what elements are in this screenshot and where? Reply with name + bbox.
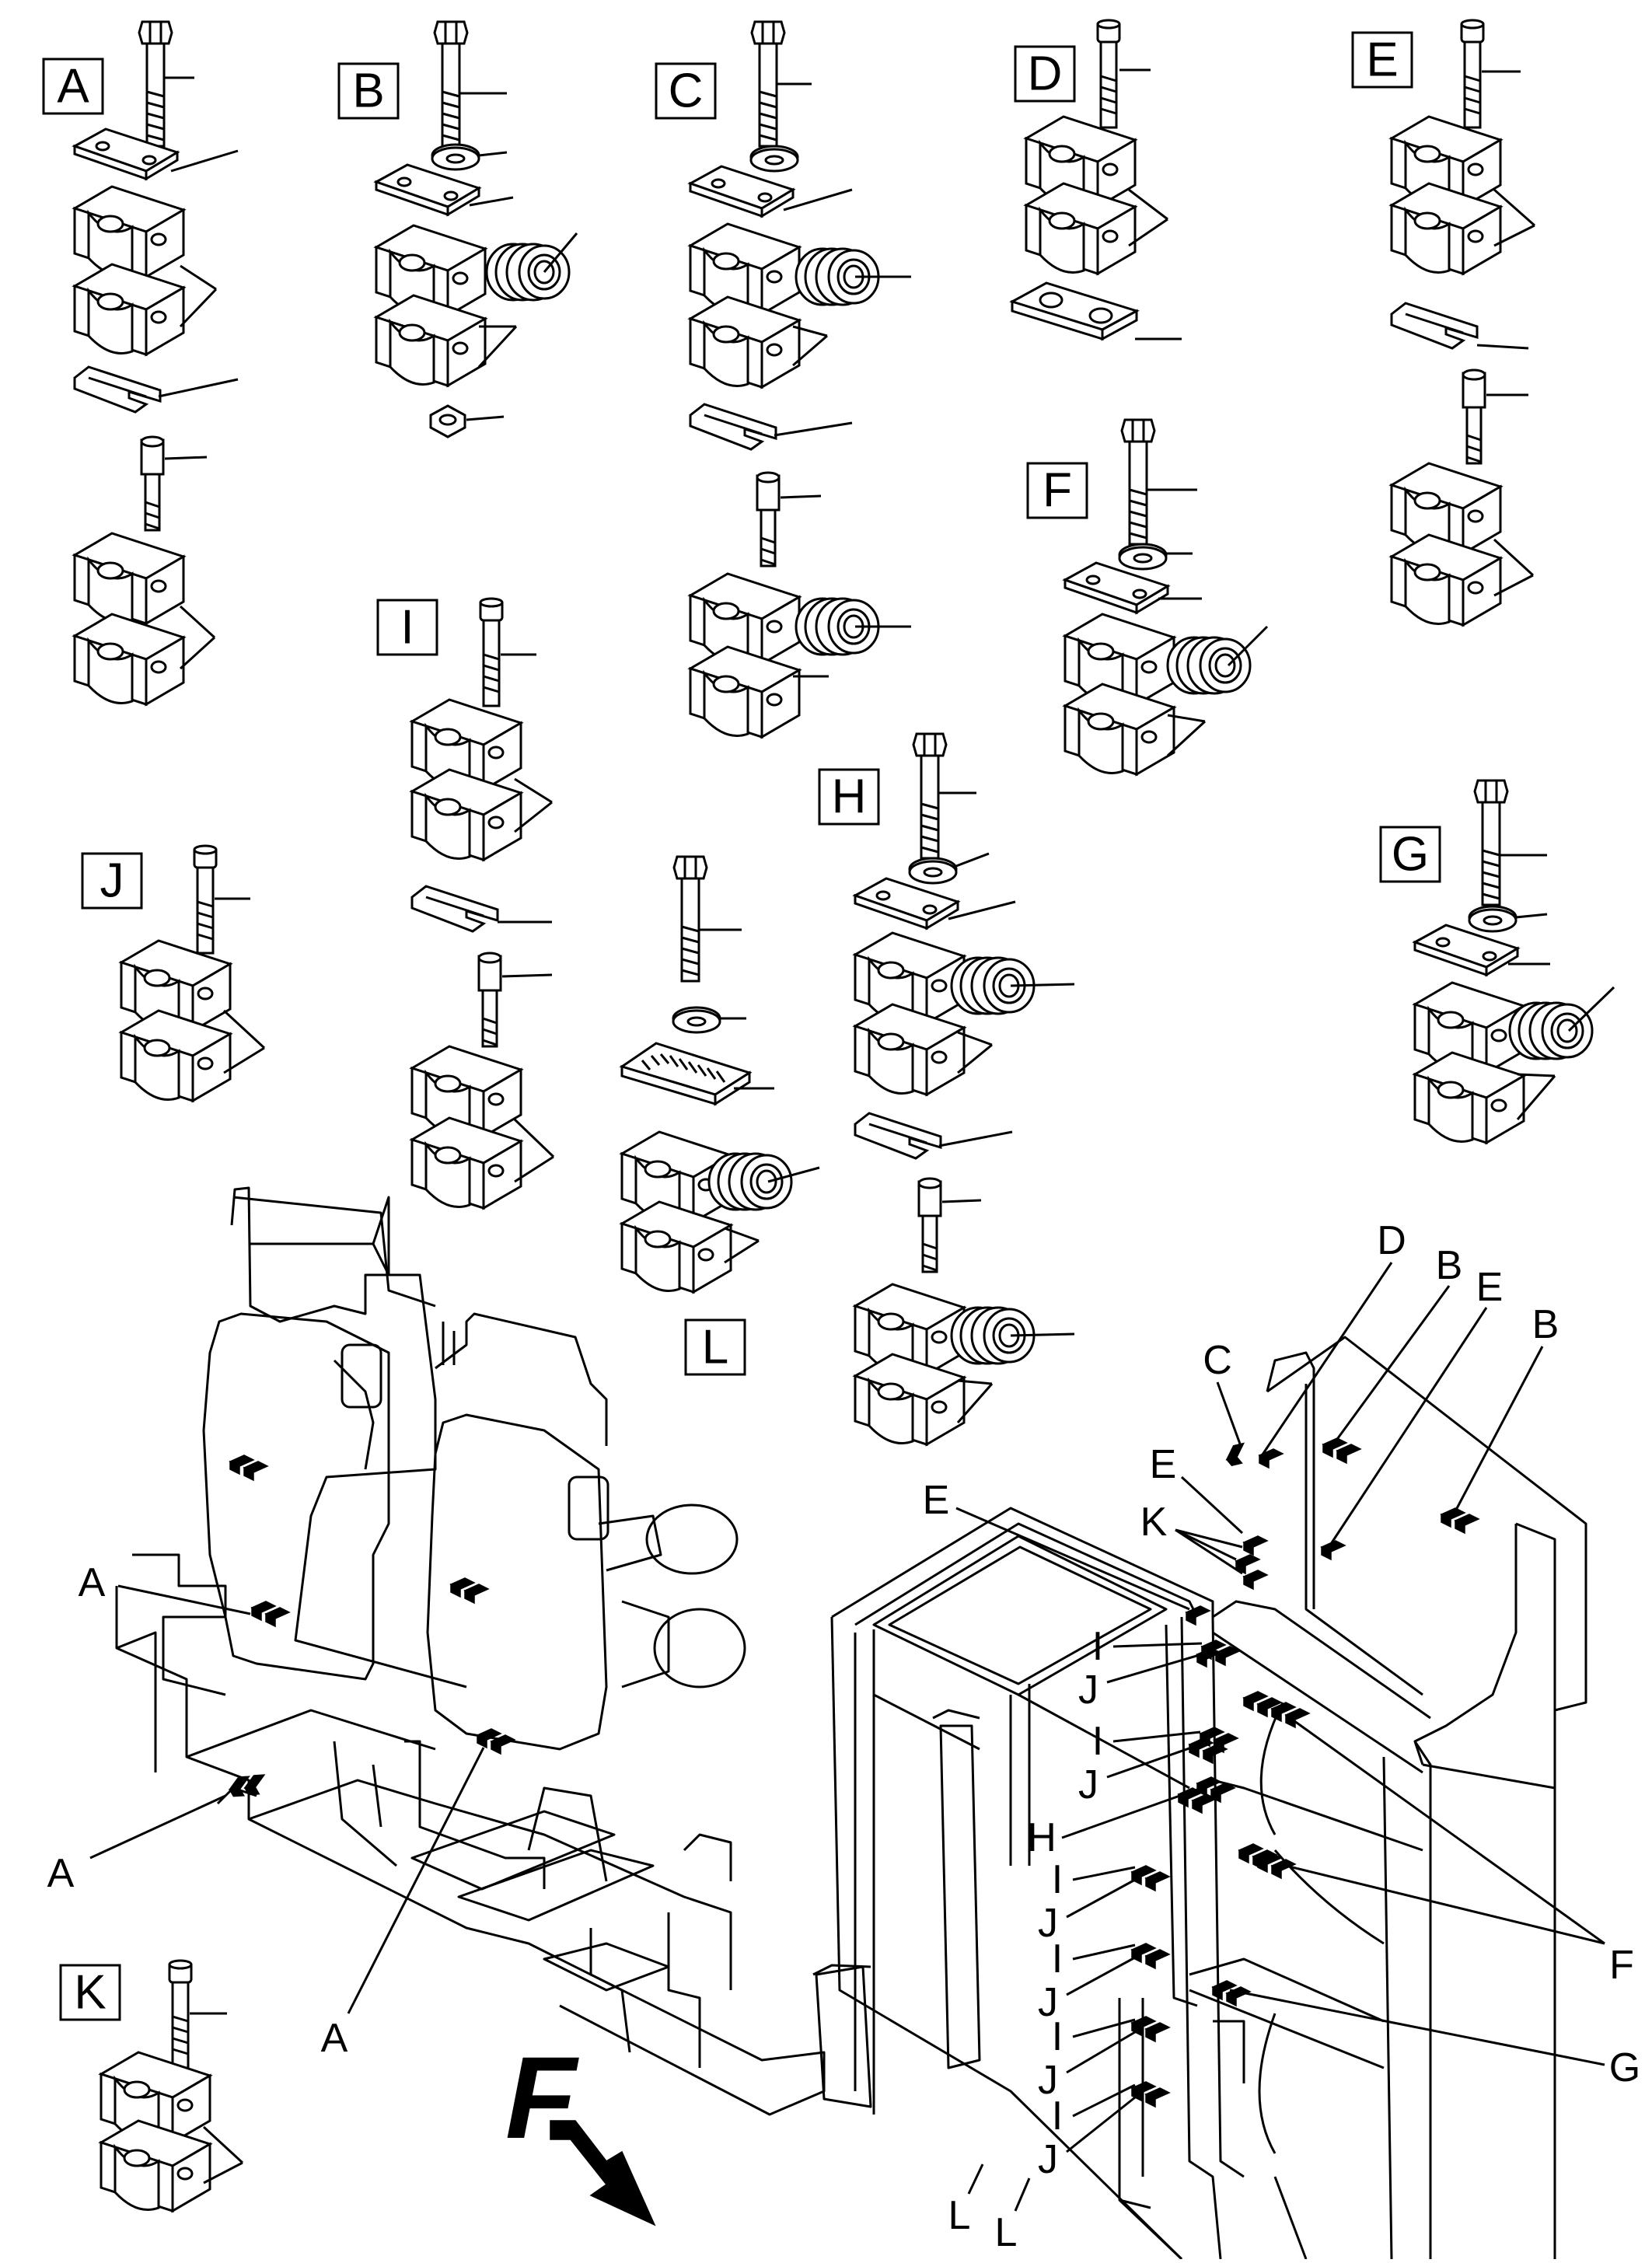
- callout-l-1: L: [948, 2193, 971, 2238]
- label-c: C: [669, 65, 704, 118]
- orientation-letter: F: [505, 2032, 579, 2163]
- label-box-i: [376, 599, 438, 656]
- exploded-view-e: E: [1351, 19, 1535, 627]
- label-box-k: [59, 1964, 121, 2021]
- callout-i-5: I: [1052, 2014, 1063, 2059]
- callout-c: C: [1203, 1338, 1232, 1383]
- callout-a-1: A: [79, 1560, 106, 1605]
- cabinet-locator: C D B E B E K E I J I J H I J I J I: [812, 1218, 1640, 2261]
- label-i: I: [400, 601, 414, 655]
- callout-i-1: I: [1092, 1624, 1103, 1669]
- label-f: F: [1043, 464, 1072, 518]
- forward-arrow-icon: F: [505, 2032, 656, 2226]
- callout-d: D: [1377, 1218, 1406, 1263]
- label-d: D: [1028, 47, 1063, 101]
- callout-j-6: J: [1038, 2137, 1058, 2182]
- exploded-view-a: A: [42, 20, 239, 706]
- label-h: H: [832, 770, 867, 824]
- callout-e-2: E: [1150, 1442, 1177, 1487]
- label-box-c: [655, 62, 717, 120]
- callout-i-6: I: [1052, 2094, 1063, 2139]
- callout-i-2: I: [1092, 1719, 1103, 1764]
- callout-a-3: A: [321, 2016, 348, 2061]
- label-box-g: [1379, 826, 1441, 883]
- label-box-l: [684, 1318, 746, 1376]
- exploded-view-f: F: [1026, 418, 1269, 776]
- callout-h: H: [1027, 1815, 1057, 1860]
- callout-b-1: B: [1436, 1243, 1463, 1288]
- label-box-d: [1014, 45, 1076, 103]
- exploded-view-i: I: [376, 597, 555, 1210]
- label-box-a: [42, 58, 104, 115]
- callout-j-5: J: [1038, 2058, 1058, 2103]
- callout-l-2: L: [995, 2210, 1018, 2255]
- exploded-view-g: G: [1379, 779, 1615, 1144]
- label-a: A: [57, 60, 89, 113]
- label-box-h: [818, 768, 880, 826]
- callout-j-3: J: [1038, 1901, 1058, 1946]
- label-box-b: [337, 62, 400, 120]
- callout-f: F: [1609, 1943, 1634, 1988]
- exploded-view-b: B: [337, 20, 578, 438]
- callout-b-2: B: [1532, 1302, 1559, 1347]
- label-box-e: [1351, 31, 1413, 89]
- label-b: B: [352, 65, 384, 118]
- label-k: K: [74, 1966, 106, 2020]
- exploded-view-k: K: [59, 1959, 244, 2212]
- label-box-f: [1026, 462, 1088, 519]
- callout-i-4: I: [1052, 1936, 1063, 1982]
- callout-j-1: J: [1078, 1668, 1098, 1713]
- callout-i-3: I: [1052, 1857, 1063, 1902]
- callout-j-2: J: [1078, 1762, 1098, 1807]
- callout-j-4: J: [1038, 1980, 1058, 2025]
- label-j: J: [100, 854, 124, 908]
- label-box-j: [81, 852, 143, 910]
- engine-frame-locator: A A A: [47, 1186, 826, 2116]
- exploded-view-l: L: [620, 855, 820, 1376]
- callout-g: G: [1609, 2045, 1640, 2090]
- label-l: L: [702, 1321, 728, 1374]
- exploded-view-j: J: [81, 844, 266, 1102]
- callout-k: K: [1140, 1500, 1168, 1545]
- exploded-view-h: H: [818, 732, 1075, 1446]
- callout-a-2: A: [47, 1851, 75, 1896]
- label-e: E: [1366, 33, 1398, 87]
- callout-e-3: E: [923, 1478, 950, 1523]
- exploded-view-d: D: [1011, 19, 1182, 340]
- exploded-view-c: C: [655, 20, 911, 739]
- label-g: G: [1392, 828, 1429, 882]
- callout-e-1: E: [1476, 1265, 1504, 1310]
